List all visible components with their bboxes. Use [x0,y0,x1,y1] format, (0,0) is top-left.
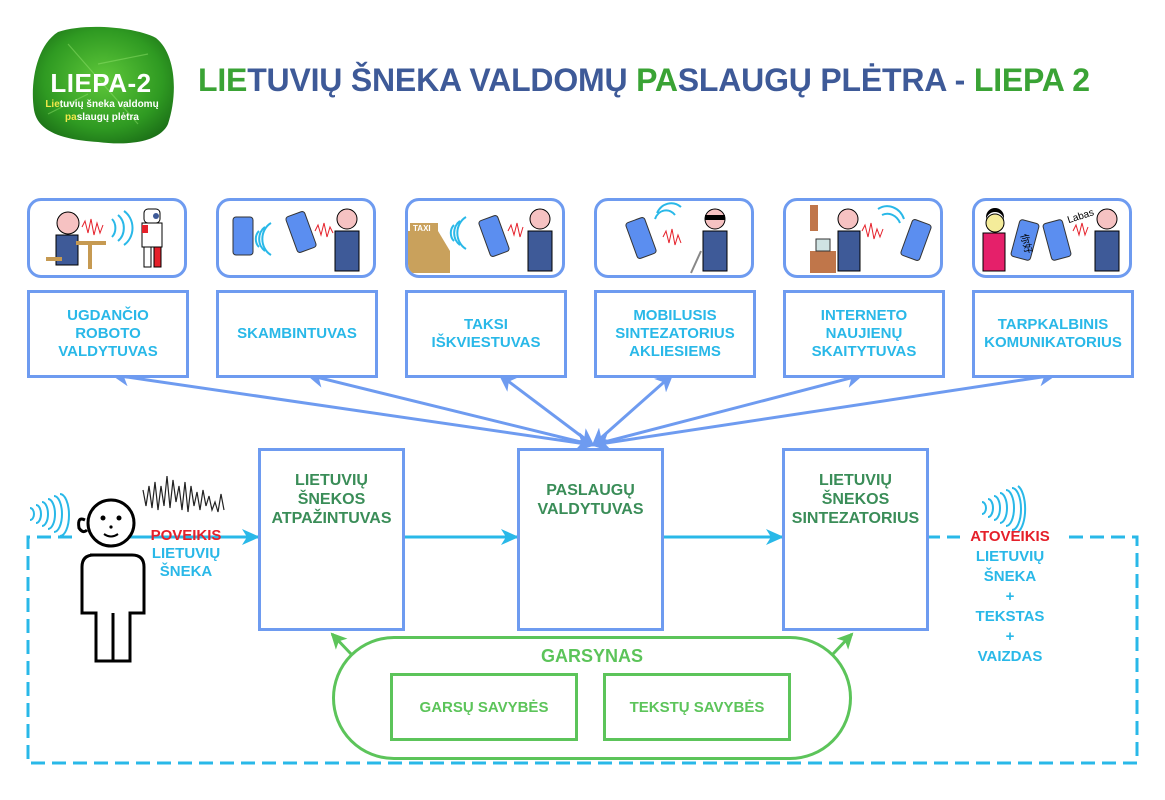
service-picture-translator: 你好 Labas [972,198,1132,278]
service-picture-blind [594,198,754,278]
output-label: ATOVEIKIS LIETUVIŲ ŠNEKA + TEKSTAS + VAI… [955,527,1065,667]
translator-phones-icon: 你好 Labas [982,207,1120,272]
sound-database [332,636,852,760]
text-properties-box: TEKSTŲ SAVYBĖS [603,673,791,741]
logo-subtitle: Lietuvių šneka valdomų paslaugų plėtra [45,99,159,123]
sound-properties-box: GARSŲ SAVYBĖS [390,673,578,741]
arrow-db-to-synthesizer [830,632,854,657]
svg-text:TAXI: TAXI [413,224,431,233]
sound-database-title: GARSYNAS [540,646,643,666]
arrow-to-translator [591,368,1057,452]
service-picture-robot [27,198,187,278]
arrow-to-taxi [498,373,595,447]
service-picture-taxi: TAXI [405,198,565,278]
output-title: ATOVEIKIS [970,528,1050,545]
input-title: POVEIKIS [150,527,222,544]
phone-call-icon [232,208,360,272]
service-picture-phone [216,198,376,278]
svg-text:Labas: Labas [1066,207,1095,226]
service-picture-news [783,198,943,278]
taxi-call-icon: TAXI [408,208,553,273]
feedback-loop [26,535,1139,765]
cooking-person-news-phone-icon [810,205,932,273]
service-phone-caller: SKAMBINTUVAS [216,290,378,378]
person-talking-to-robot-icon [46,208,163,269]
blind-person-phone-icon [625,202,728,274]
arrow-db-to-recognizer [330,632,354,657]
liepa-logo: LIEPA-2 Lietuvių šneka valdomų paslaugų … [28,24,178,146]
input-label: POVEIKIS LIETUVIŲ ŠNEKA [140,527,232,581]
logo-title: LIEPA-2 [50,68,152,98]
leaf-icon [32,26,174,144]
page-title: LIETUVIŲ ŠNEKA VALDOMŲ PASLAUGŲ PLĖTRA -… [198,62,1090,98]
